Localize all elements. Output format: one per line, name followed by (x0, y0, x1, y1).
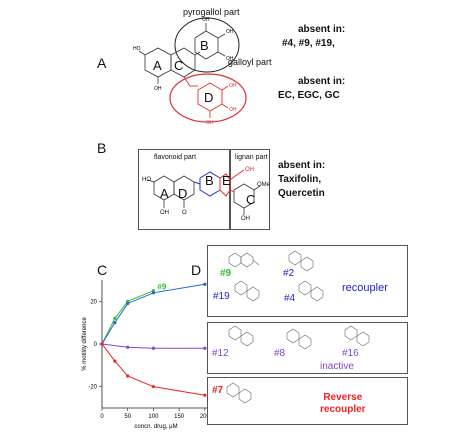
compound-12: #12 (212, 348, 229, 359)
panel-b-structure (147, 169, 261, 215)
ring-c-b (233, 183, 255, 209)
ring-a-b-label: A (160, 186, 169, 201)
compound-19: #19 (213, 291, 230, 302)
pyrogallol-absent-list: #4, #9, #19, (282, 38, 335, 49)
d-structures (226, 250, 370, 404)
galloyl-absent-list: EC, EGC, GC (278, 90, 340, 101)
data-point (151, 346, 156, 350)
flavonoid-label: flavonoid part (154, 154, 197, 161)
data-point (126, 345, 130, 349)
data-point (113, 359, 117, 363)
data-point (203, 282, 207, 286)
b-absent-1: Taxifolin, (278, 174, 322, 185)
reverse-recoupler-label: Reverse recoupler (320, 392, 366, 415)
panel-a-letter: A (97, 55, 107, 71)
inactive-label: inactive (320, 361, 354, 372)
data-point (126, 374, 130, 378)
svg-text:OH: OH (229, 83, 237, 89)
compound-2: #2 (283, 268, 295, 279)
sub-o: O (182, 210, 187, 216)
panel-d-letter: D (191, 262, 202, 278)
data-point (126, 301, 130, 306)
data-point (113, 321, 117, 325)
ring-d-b-label: D (178, 186, 188, 201)
sub-ome: OMe (257, 182, 271, 188)
y-tick-label: 0 (94, 342, 98, 348)
b-absent-2: Quercetin (278, 188, 325, 199)
svg-text:OH: OH (226, 29, 234, 35)
compound-9: #9 (220, 268, 232, 279)
galloyl-label: galloyl part (228, 57, 272, 67)
reverse-recoupler-box (207, 377, 408, 425)
y-tick-label: -20 (88, 385, 97, 391)
ring-c-label: C (174, 58, 184, 73)
x-tick-label: 150 (174, 414, 185, 420)
compound-4: #4 (284, 293, 296, 304)
data-point (151, 385, 156, 389)
svg-text:OH: OH (202, 17, 210, 23)
ring-e-b-label: E (222, 173, 231, 188)
ring-d-label: D (204, 90, 214, 105)
panel-a-structure: HO OH OH OH OH OH OH OH (133, 17, 247, 125)
ring-a-label: A (153, 58, 162, 73)
y-tick-label: 20 (90, 299, 97, 305)
b-absent-title: absent in: (278, 160, 326, 171)
svg-text:OH: OH (154, 86, 162, 92)
x-axis-label: concn. drug, µM (134, 424, 177, 430)
sub-oh-a: OH (160, 210, 169, 216)
svg-text:OH: OH (226, 56, 234, 62)
svg-text:OH: OH (206, 120, 214, 125)
galloyl-ellipse (169, 73, 247, 123)
compound-16: #16 (342, 348, 359, 359)
recoupler-label: recoupler (342, 282, 388, 294)
panel-c-letter: C (97, 262, 108, 278)
flavonoid-box (138, 149, 230, 230)
panel-b-letter: B (97, 140, 107, 156)
data-point (203, 346, 207, 350)
ring-c (170, 47, 196, 78)
lignan-label: lignan part (235, 154, 268, 161)
ring-b-label: B (200, 38, 209, 53)
x-tick-label: 200 (200, 414, 211, 420)
series-label-9: #9 (157, 283, 166, 292)
sub-oh-top: OH (245, 167, 254, 173)
sub-oh-c: OH (241, 216, 250, 222)
x-tick-label: 0 (100, 414, 104, 420)
compound-8: #8 (274, 348, 286, 359)
galloyl-absent-title: absent in: (298, 76, 346, 87)
pyrogallol-absent-title: absent in: (298, 24, 346, 35)
data-point (151, 291, 156, 295)
ring-b-b-label: B (205, 173, 214, 188)
sub-ho: HO (142, 177, 151, 183)
motility-chart: 0 50 100 150 200 -20 0 20 concn. drug, µM % motil… (82, 280, 218, 430)
series-line-9 (101, 290, 154, 345)
data-point (100, 342, 104, 346)
y-axis-label: % motility difference (82, 317, 88, 371)
series-line-12 (101, 343, 205, 349)
data-point (113, 316, 117, 320)
x-tick-label: 100 (148, 414, 159, 420)
inactive-box (207, 322, 408, 374)
svg-text:OH: OH (229, 107, 237, 113)
pyrogallol-label: pyrogallol part (183, 7, 240, 17)
pyrogallol-ellipse (174, 17, 240, 73)
svg-text:HO: HO (133, 46, 141, 52)
ring-c-b-label: C (246, 192, 256, 207)
x-tick-label: 50 (124, 414, 131, 420)
compound-7: #7 (212, 385, 224, 396)
ring-d-b (173, 175, 195, 201)
data-point (203, 393, 207, 397)
